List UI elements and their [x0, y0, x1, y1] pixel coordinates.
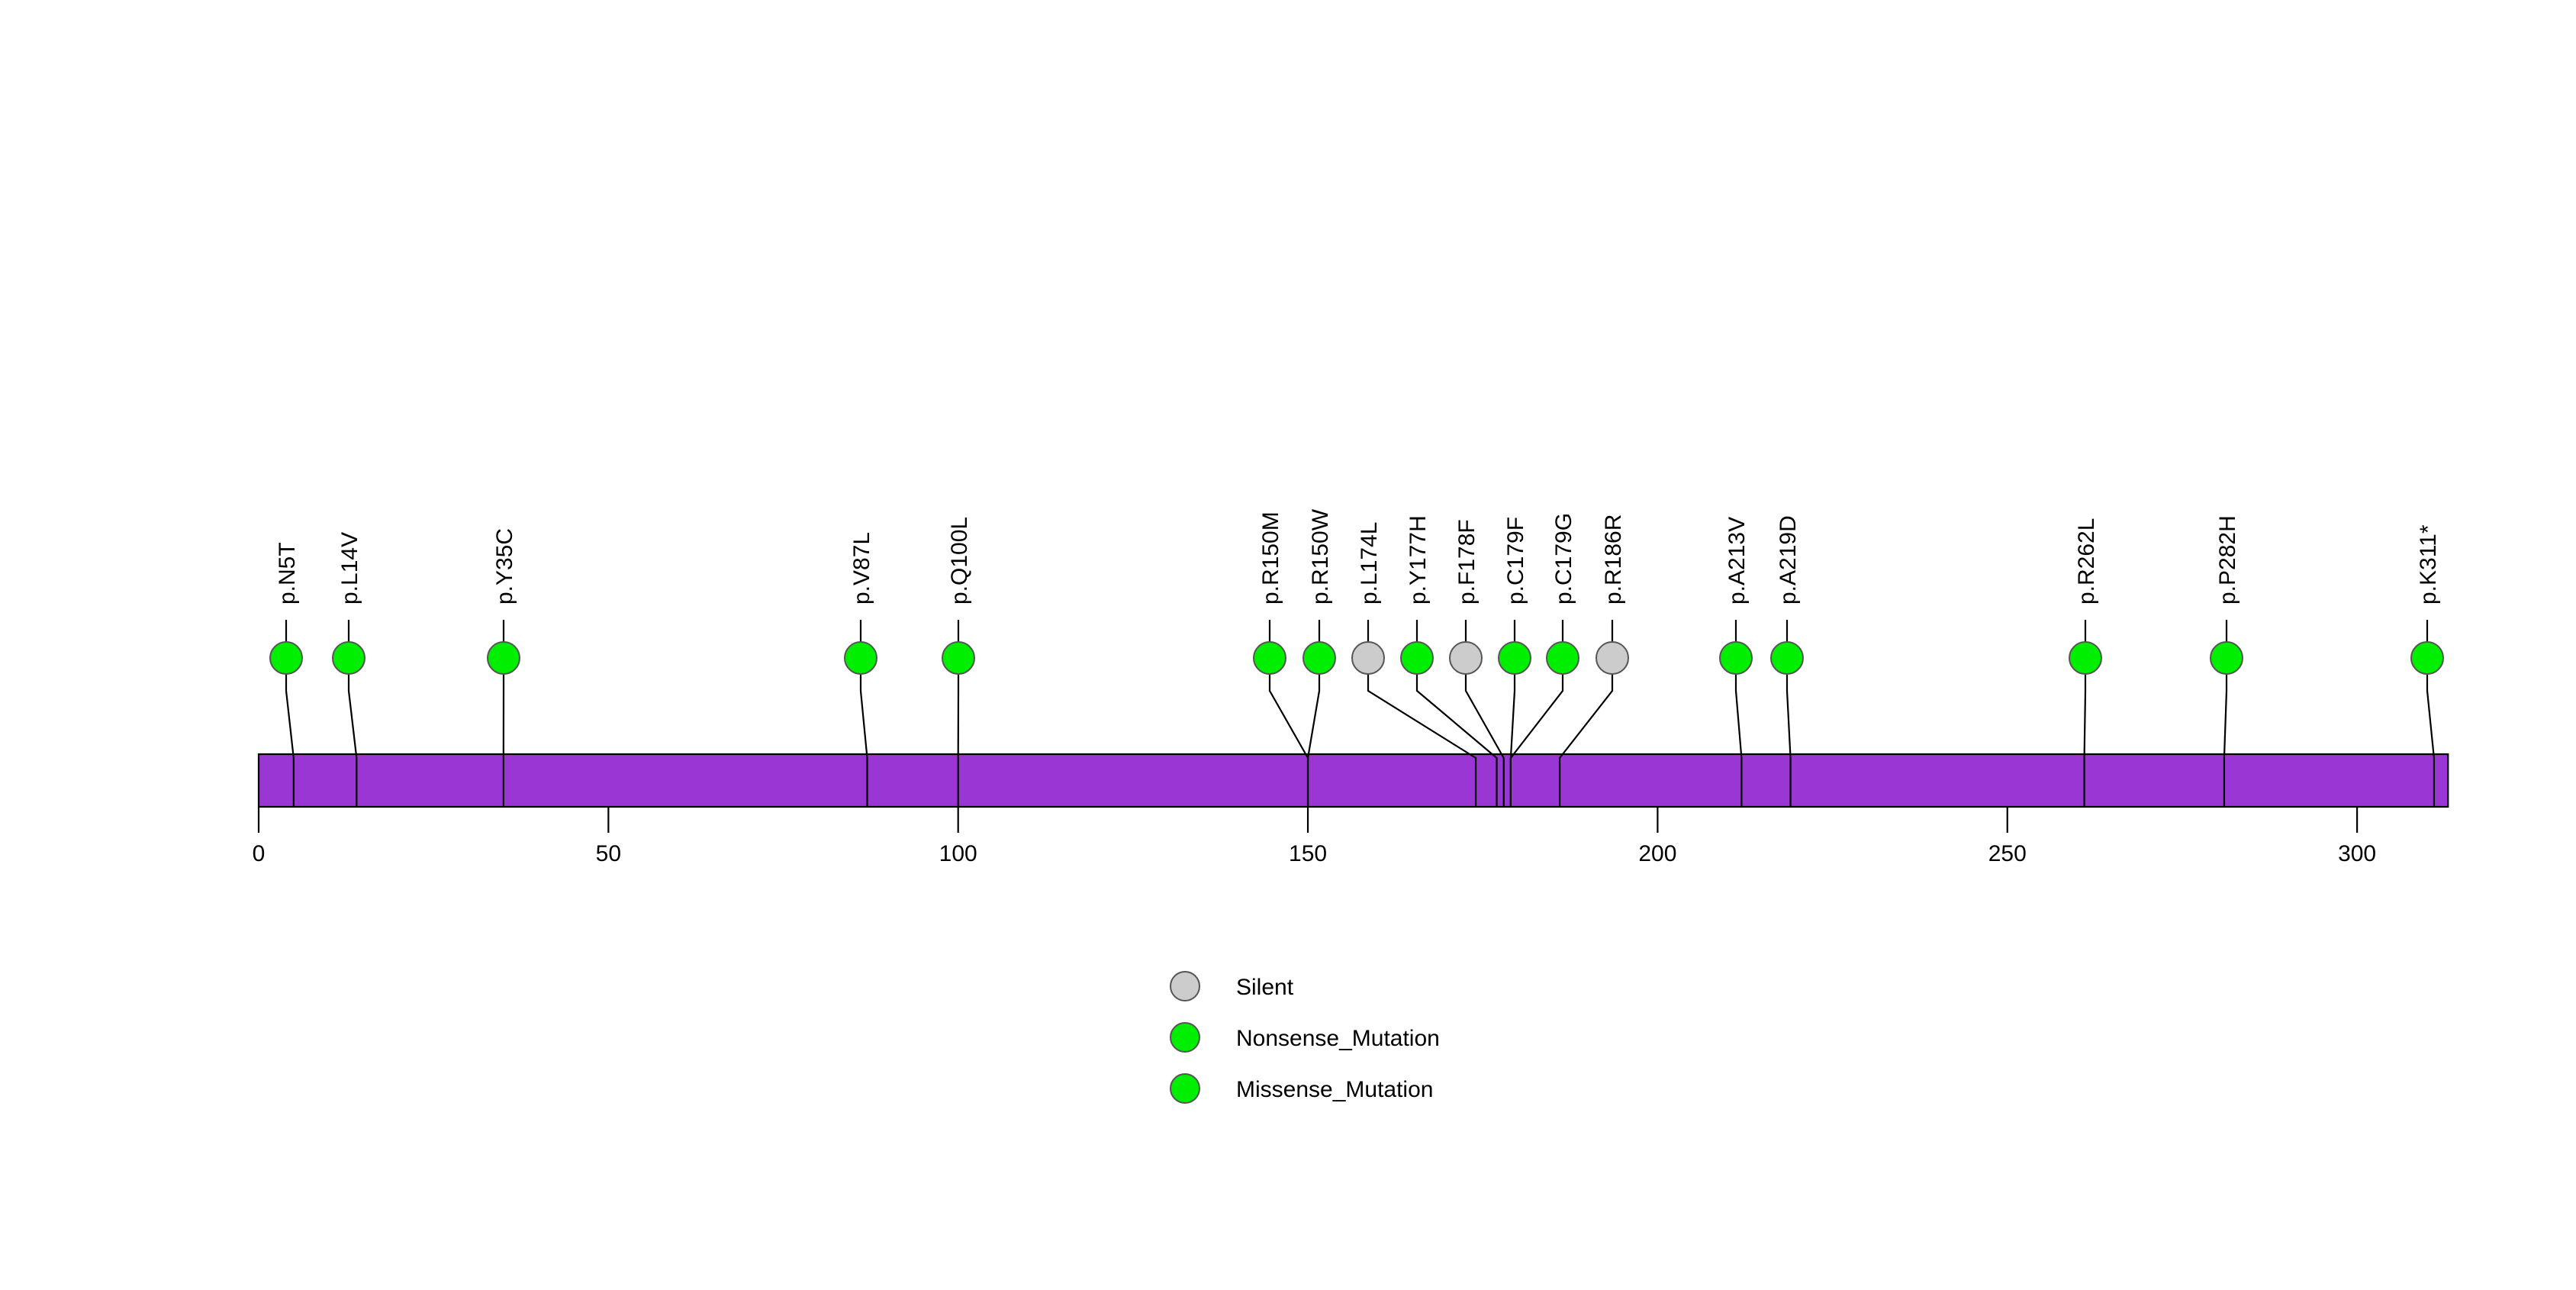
- lollipop-head-pN5T[interactable]: [269, 641, 303, 675]
- lollipop-head-pA213V[interactable]: [1719, 641, 1753, 675]
- mutation-label: p.R262L: [2074, 518, 2099, 605]
- mutation-label: p.C179G: [1551, 513, 1576, 605]
- lollipop-head-pC179G[interactable]: [1546, 641, 1579, 675]
- mutation-label: p.Q100L: [947, 517, 972, 605]
- x-axis-group: 0 50 100 150 200 250 300: [253, 807, 2376, 866]
- lollipop-head-pR150M[interactable]: [1253, 641, 1286, 675]
- x-axis-tick-label: 100: [939, 841, 977, 866]
- lollipop-head-pF178F[interactable]: [1449, 641, 1483, 675]
- mutation-label: p.C179F: [1503, 517, 1528, 605]
- mutation-label: p.A219D: [1776, 515, 1801, 605]
- legend-label: Silent: [1236, 975, 1294, 1000]
- mutation-label: p.N5T: [275, 542, 300, 605]
- x-axis-tick-label: 250: [1988, 841, 2027, 866]
- x-axis-tick-label: 50: [596, 841, 621, 866]
- lollipop-head-pL14V[interactable]: [332, 641, 365, 675]
- mutation-label: p.V87L: [849, 532, 874, 605]
- mutation-label-group: p.N5T p.L14V p.Y35C p.V87L p.Q100L p.R150M p.R…: [275, 508, 2441, 605]
- lollipop-head-pR186R[interactable]: [1596, 641, 1629, 675]
- mutation-label: p.R150M: [1258, 511, 1283, 605]
- x-axis-tick-label: 300: [2338, 841, 2376, 866]
- mutation-label: p.Y177H: [1406, 515, 1431, 605]
- mutation-label: p.K311*: [2416, 524, 2441, 605]
- lollipop-head-pK311[interactable]: [2410, 641, 2444, 675]
- legend-swatch[interactable]: [1170, 971, 1200, 1001]
- mutation-label: p.P282H: [2215, 515, 2240, 605]
- legend-swatch[interactable]: [1170, 1073, 1200, 1104]
- mutation-label: p.Y35C: [492, 528, 517, 605]
- protein-domain-rect: [257, 753, 2449, 808]
- lollipop-head-pC179F[interactable]: [1498, 641, 1531, 675]
- lollipop-head-pV87L[interactable]: [844, 641, 877, 675]
- lollipop-head-group: [269, 641, 2444, 675]
- lollipop-head-pY35C[interactable]: [487, 641, 520, 675]
- lollipop-head-pR262L[interactable]: [2069, 641, 2102, 675]
- protein-domain-bar-group: [257, 753, 2449, 808]
- lollipop-head-pA219D[interactable]: [1770, 641, 1804, 675]
- legend-label: Missense_Mutation: [1236, 1077, 1433, 1102]
- lollipop-head-pR150W[interactable]: [1302, 641, 1336, 675]
- mutation-label: p.L174L: [1357, 522, 1382, 605]
- legend-swatch[interactable]: [1170, 1022, 1200, 1053]
- lollipop-head-pY177H[interactable]: [1400, 641, 1434, 675]
- mutation-label: p.R186R: [1601, 514, 1626, 605]
- lollipop-head-pP282H[interactable]: [2210, 641, 2243, 675]
- lollipop-head-pL174L[interactable]: [1351, 641, 1385, 675]
- mutation-label: p.L14V: [337, 532, 362, 605]
- x-axis-tick-label: 0: [253, 841, 266, 866]
- x-axis-tick-label: 150: [1289, 841, 1327, 866]
- mutation-label: p.R150W: [1308, 508, 1333, 605]
- mutation-label: p.A213V: [1724, 517, 1750, 605]
- mutation-label: p.F178F: [1454, 519, 1480, 605]
- x-axis-tick-label: 200: [1638, 841, 1676, 866]
- lollipop-head-pQ100L[interactable]: [942, 641, 975, 675]
- legend-label: Nonsense_Mutation: [1236, 1026, 1440, 1051]
